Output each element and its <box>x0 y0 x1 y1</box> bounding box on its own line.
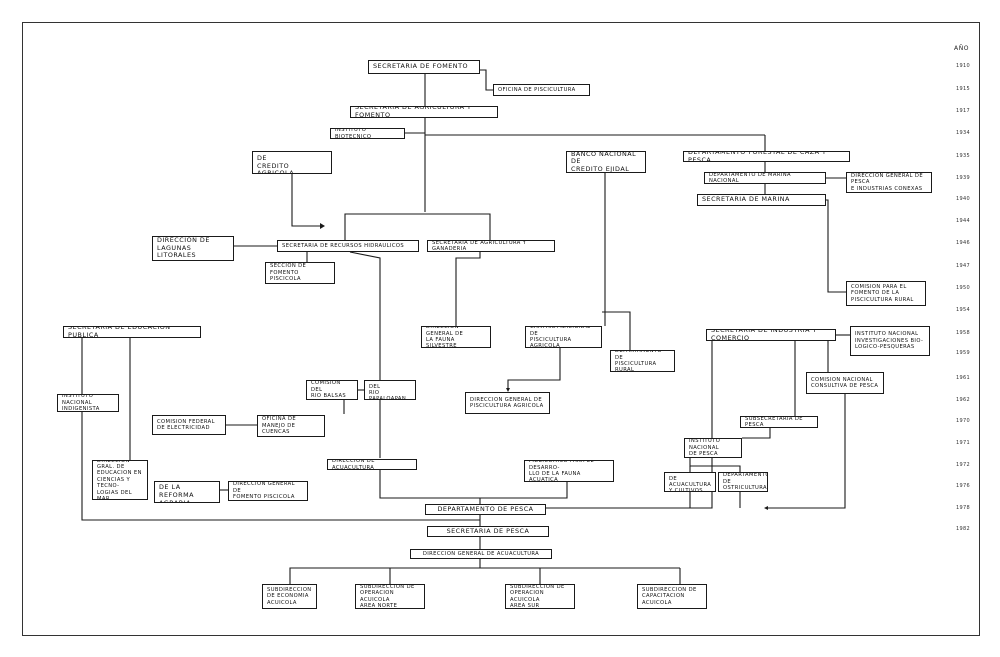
node-oficina-manejo-cuencas: Oficina de Manejo de Cuencas <box>257 415 325 437</box>
diagram-frame <box>22 22 980 636</box>
year-axis-title: AÑO <box>954 45 970 52</box>
node-depto-acuacultura-cultivos: Departamento de Acuacultura y Cultivos <box>664 472 716 492</box>
node-dir-educacion-mar: Direccion Gral. de Educacion en Ciencias… <box>92 460 148 500</box>
year-label: 1971 <box>956 440 970 446</box>
node-sec-reforma-agraria: Secretaria de la Reforma Agraria <box>154 481 220 503</box>
node-subsecretaria-pesca: Subsecretaria de Pesca <box>740 416 818 428</box>
year-label: 1976 <box>956 483 970 489</box>
node-secretaria-agricultura-fomento: Secretaria de Agricultura y Fomento <box>350 106 498 118</box>
node-sub-operacion-norte: Subdireccion de Operacion Acuicola Area … <box>355 584 425 609</box>
year-label: 1915 <box>956 86 970 92</box>
node-sub-operacion-sur: Subdireccion de Operacion Acuicola Area … <box>505 584 575 609</box>
year-label: 1962 <box>956 397 970 403</box>
year-label: 1946 <box>956 240 970 246</box>
node-instituto-biotecnico: Instituto Biotecnico <box>330 128 405 139</box>
node-dir-general-acuacultura: Direccion General de Acuacultura <box>410 549 552 559</box>
node-inst-nacional-pesca: Instituto Nacional de Pesca <box>684 438 742 458</box>
node-banco-credito-agricola: Banco Nacional de Credito Agricola <box>252 151 332 174</box>
node-comision-papaloapan: Comision del Rio Papaloapan <box>364 380 416 400</box>
node-depto-forestal-caza-pesca: Departamento Forestal de Caza y Pesca <box>683 151 850 162</box>
node-secretaria-pesca: Secretaria de Pesca <box>427 526 549 537</box>
node-sub-economia-acuicola: Subdireccion de Economia Acuicola <box>262 584 317 609</box>
year-label: 1910 <box>956 63 970 69</box>
node-dir-pesca-industrias: Direccion General de Pesca e Industrias … <box>846 172 932 193</box>
node-depto-piscicultura-rural: Departamento de Piscicultura Rural <box>610 350 675 372</box>
year-label: 1944 <box>956 218 970 224</box>
node-comision-fomento-rural: Comision para el Fomento de la Piscicult… <box>846 281 926 306</box>
node-depto-ostricultura: Departamento de Ostricultura <box>718 472 768 492</box>
node-dir-fauna-silvestre: Direccion General de la Fauna Silvestre <box>421 326 491 348</box>
node-dir-piscicultura-agricola: Direccion General de Piscicultura Agrico… <box>465 392 550 414</box>
node-campana-piscicultura: Campaña Nacional de Piscicultura Agricol… <box>525 326 602 348</box>
node-comision-rio-balsas: Comision del Rio Balsas <box>306 380 358 400</box>
node-sub-capacitacion: Subdireccion de Capacitacion Acuicola <box>637 584 707 609</box>
year-label: 1939 <box>956 175 970 181</box>
node-sec-agricultura-ganaderia: Secretaria de Agricultura y Ganaderia <box>427 240 555 252</box>
year-label: 1917 <box>956 108 970 114</box>
year-label: 1958 <box>956 330 970 336</box>
node-secretaria-fomento: Secretaria de Fomento <box>368 60 480 74</box>
node-banco-credito-ejidal: Banco Nacional de Credito Ejidal <box>566 151 646 173</box>
year-label: 1934 <box>956 130 970 136</box>
node-comision-consultiva-pesca: Comision Nacional Consultiva de Pesca <box>806 372 884 394</box>
node-secretaria-marina: Secretaria de Marina <box>697 194 826 206</box>
node-depto-marina-nacional: Departamento de Marina Nacional <box>704 172 826 184</box>
node-inst-investigaciones: Instituto Nacional Investigaciones Bio- … <box>850 326 930 356</box>
year-label: 1982 <box>956 526 970 532</box>
year-label: 1935 <box>956 153 970 159</box>
year-label: 1959 <box>956 350 970 356</box>
year-label: 1970 <box>956 418 970 424</box>
year-label: 1954 <box>956 307 970 313</box>
node-dir-fomento-piscicola: Direccion General de Fomento Piscicola <box>228 481 308 501</box>
node-dir-acuacultura: Direccion de Acuacultura <box>327 459 417 470</box>
node-comision-federal-electricidad: Comision Federal de Electricidad <box>152 415 226 435</box>
node-dir-lagunas-litorales: Direccion de Lagunas Litorales <box>152 236 234 261</box>
year-label: 1947 <box>956 263 970 269</box>
year-label: 1961 <box>956 375 970 381</box>
node-sec-recursos-hidraulicos: Secretaria de Recursos Hidraulicos <box>277 240 419 252</box>
node-oficina-piscicultura: Oficina de Piscicultura <box>493 84 590 96</box>
node-fideicomiso-fauna: Fideicomiso para el Desarro- llo de la F… <box>524 460 614 482</box>
node-inst-indigenista: Instituto Nacional Indigenista <box>57 394 119 412</box>
year-label: 1972 <box>956 462 970 468</box>
node-sec-industria-comercio: Secretaria de Industria y Comercio <box>706 329 836 341</box>
year-label: 1978 <box>956 505 970 511</box>
node-depto-pesca: Departamento de Pesca <box>425 504 546 515</box>
node-seccion-fomento-piscicola: Seccion de Fomento Piscicola <box>265 262 335 284</box>
node-sec-educacion-publica: Secretaria de Educacion Publica <box>63 326 201 338</box>
year-label: 1940 <box>956 196 970 202</box>
year-label: 1950 <box>956 285 970 291</box>
